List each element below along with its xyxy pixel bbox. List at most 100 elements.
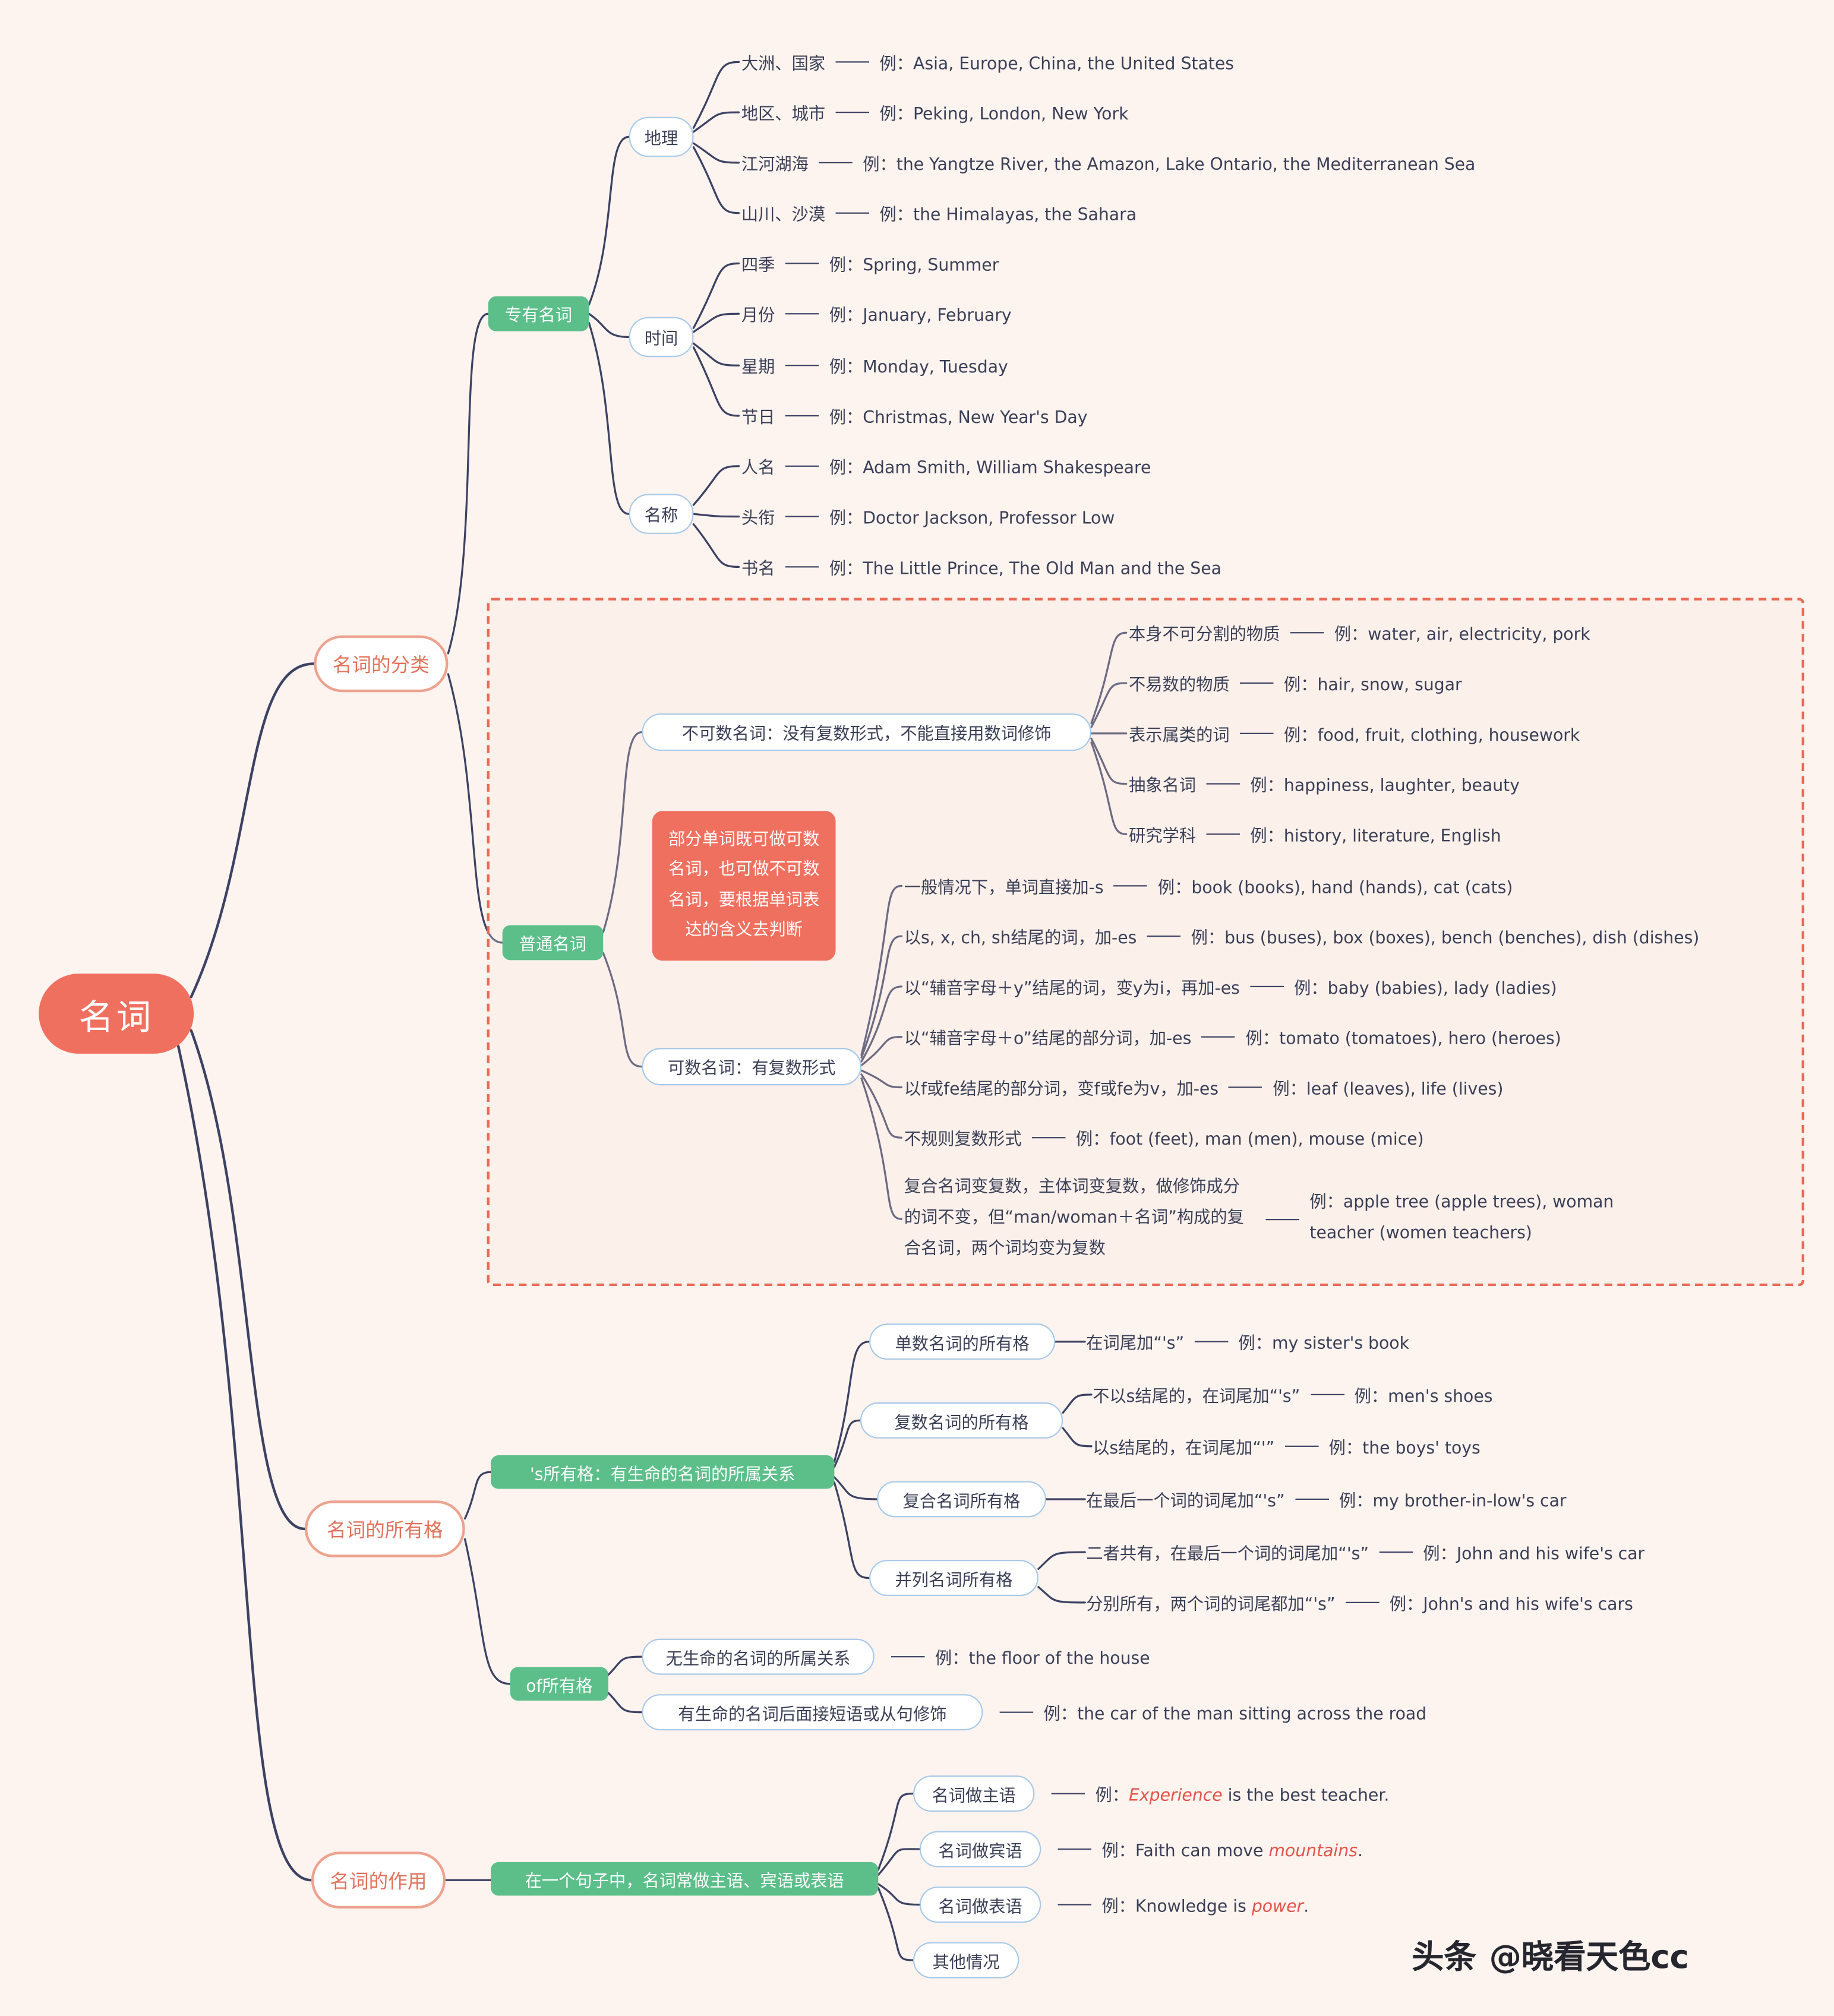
connector-dash — [785, 263, 819, 264]
leaf-example: 例：John's and his wife's cars — [1389, 1595, 1633, 1615]
connector-dash — [1058, 1848, 1091, 1850]
leaf-seasons: 四季 例：Spring, Summer — [741, 251, 999, 276]
leaf-example: 例：the Himalayas, the Sahara — [879, 206, 1137, 226]
leaf-label: 以s结尾的，在词尾加“'” — [1093, 1439, 1275, 1459]
leaf-animate-of-example: 例：the car of the man sitting across the … — [989, 1700, 1426, 1724]
leaf-label: 不易数的物质 — [1129, 676, 1230, 696]
connector-dash — [785, 516, 819, 517]
leaf-joint-ownership-rule: 二者共有，在最后一个词的词尾加“'s” 例：John and his wife'… — [1086, 1540, 1645, 1565]
connector-dash — [1051, 1793, 1085, 1794]
connector-dash — [785, 465, 819, 467]
leaf-plural-not-s-rule: 不以s结尾的，在词尾加“'s” 例：men's shoes — [1093, 1382, 1492, 1407]
branch-possessive-label: 名词的所有格 — [326, 1518, 443, 1541]
connector-dash — [1206, 833, 1240, 835]
connector-dash — [1113, 885, 1148, 887]
branch-classification-label: 名词的分类 — [332, 652, 430, 677]
leaf-label: 头衔 — [741, 509, 775, 529]
node-geography-label: 地理 — [644, 129, 678, 150]
node-geography: 地理 — [629, 116, 694, 157]
leaf-label: 江河湖海 — [741, 155, 809, 175]
connector-dash — [785, 566, 819, 568]
node-countable-label: 可数名词：有复数形式 — [667, 1059, 836, 1079]
node-compound-possessive: 复合名词所有格 — [877, 1481, 1046, 1518]
connector-dash — [1206, 783, 1240, 785]
leaf-label: 抽象名词 — [1129, 776, 1197, 797]
root-node-noun: 名词 — [39, 974, 194, 1054]
node-s-possessive-label: 's所有格：有生命的名词的所属关系 — [529, 1465, 796, 1484]
leaf-hard-to-count: 不易数的物质 例：hair, snow, sugar — [1129, 671, 1462, 696]
leaf-rivers: 江河湖海 例：the Yangtze River, the Amazon, La… — [741, 150, 1476, 175]
leaf-label: 四季 — [741, 256, 775, 276]
leaf-plural-y-to-ies: 以“辅音字母＋y”结尾的词，变y为i，再加-es 例：baby (babies)… — [904, 974, 1557, 999]
connector-dash — [785, 313, 819, 315]
leaf-object-example: 例：Faith can move mountains. — [1047, 1837, 1363, 1862]
leaf-inanimate-of-example: 例：the floor of the house — [881, 1645, 1150, 1669]
leaf-example: 例：Experience is the best teacher. — [1096, 1781, 1390, 1806]
leaf-example: 例：my sister's book — [1238, 1334, 1409, 1354]
example-suffix: is the best teacher. — [1222, 1786, 1390, 1806]
node-label: 名词做主语 — [932, 1786, 1016, 1806]
node-label: 单数名词的所有格 — [895, 1334, 1030, 1354]
example-suffix: . — [1357, 1842, 1363, 1862]
node-inanimate-of: 无生命的名词的所属关系 — [642, 1638, 875, 1675]
node-common-noun: 普通名词 — [502, 925, 604, 960]
node-uncountable: 不可数名词：没有复数形式，不能直接用数词修饰 — [642, 713, 1091, 751]
node-names: 名称 — [629, 494, 694, 534]
connector-dash — [1265, 1218, 1299, 1220]
leaf-plural-add-s: 一般情况下，单词直接加-s 例：book (books), hand (hand… — [904, 874, 1513, 898]
node-noun-as-predicative: 名词做表语 — [919, 1887, 1041, 1923]
watermark-handle: @晓看天色cc — [1489, 1938, 1689, 1976]
leaf-indivisible-matter: 本身不可分割的物质 例：water, air, electricity, por… — [1129, 621, 1590, 645]
leaf-months: 月份 例：January, February — [741, 302, 1012, 326]
node-usage-rule-label: 在一个句子中，名词常做主语、宾语或表语 — [525, 1872, 844, 1891]
node-label: 其他情况 — [932, 1953, 1000, 1973]
node-of-possessive-label: of所有格 — [526, 1676, 593, 1696]
leaf-example: 例：January, February — [829, 306, 1012, 326]
example-highlight: power — [1251, 1897, 1304, 1917]
leaf-mountains: 山川、沙漠 例：the Himalayas, the Sahara — [741, 201, 1137, 226]
leaf-label: 节日 — [741, 409, 775, 428]
leaf-plural-ends-s-rule: 以s结尾的，在词尾加“'” 例：the boys' toys — [1093, 1434, 1481, 1459]
leaf-example: 例：baby (babies), lady (ladies) — [1294, 979, 1557, 999]
leaf-example: 例：my brother-in-low's car — [1339, 1492, 1567, 1512]
connector-dash — [1290, 632, 1324, 634]
leaf-label: 地区、城市 — [741, 105, 826, 125]
connector-dash — [835, 112, 870, 113]
leaf-example: 例：John and his wife's car — [1423, 1545, 1645, 1565]
branch-classification: 名词的分类 — [314, 635, 449, 693]
leaf-plural-compound: 复合名词变复数，主体词变复数，做修饰成分的词不变，但“man/woman＋名词”… — [904, 1173, 1656, 1266]
connector-dash — [1229, 1086, 1262, 1088]
leaf-label: 以s, x, ch, sh结尾的词，加-es — [904, 929, 1137, 949]
leaf-category-words: 表示属类的词 例：food, fruit, clothing, housewor… — [1129, 721, 1580, 746]
leaf-separate-ownership-rule: 分别所有，两个词的词尾都加“'s” 例：John's and his wife'… — [1086, 1590, 1633, 1615]
leaf-subjects: 研究学科 例：history, literature, English — [1129, 822, 1501, 846]
leaf-label: 以“辅音字母＋y”结尾的词，变y为i，再加-es — [904, 979, 1240, 999]
leaf-example: 例：The Little Prince, The Old Man and the… — [829, 560, 1221, 580]
example-suffix: . — [1303, 1897, 1309, 1917]
node-coordinate-possessive: 并列名词所有格 — [869, 1560, 1038, 1596]
node-proper-noun: 专有名词 — [488, 296, 589, 331]
note-text: 部分单词既可做可数名词，也可做不可数名词，要根据单词表达的含义去判断 — [668, 830, 820, 941]
leaf-label: 二者共有，在最后一个词的词尾加“'s” — [1086, 1545, 1369, 1565]
node-proper-noun-label: 专有名词 — [504, 306, 573, 326]
node-noun-as-subject: 名词做主语 — [913, 1775, 1035, 1812]
leaf-example: 例：history, literature, English — [1250, 827, 1501, 847]
leaf-label: 人名 — [741, 459, 775, 479]
connector-dash — [891, 1656, 925, 1658]
connector-dash — [835, 212, 870, 214]
node-plural-possessive: 复数名词的所有格 — [860, 1402, 1063, 1439]
connector-dash — [785, 415, 819, 417]
leaf-label: 研究学科 — [1129, 827, 1197, 847]
leaf-example: 例：leaf (leaves), life (lives) — [1273, 1080, 1504, 1100]
branch-usage: 名词的作用 — [311, 1851, 446, 1909]
node-other-cases: 其他情况 — [913, 1942, 1019, 1979]
leaf-regions: 地区、城市 例：Peking, London, New York — [741, 100, 1129, 125]
leaf-example: 例：Faith can move mountains. — [1101, 1837, 1363, 1862]
leaf-label: 表示属类的词 — [1129, 726, 1230, 746]
leaf-example: 例：Adam Smith, William Shakespeare — [829, 459, 1151, 479]
leaf-example: 例：book (books), hand (hands), cat (cats) — [1157, 879, 1513, 898]
node-label: 有生命的名词后面接短语或从句修饰 — [678, 1705, 947, 1725]
leaf-label: 大洲、国家 — [741, 55, 826, 75]
leaf-label: 不规则复数形式 — [904, 1130, 1022, 1150]
leaf-label: 月份 — [741, 306, 775, 326]
